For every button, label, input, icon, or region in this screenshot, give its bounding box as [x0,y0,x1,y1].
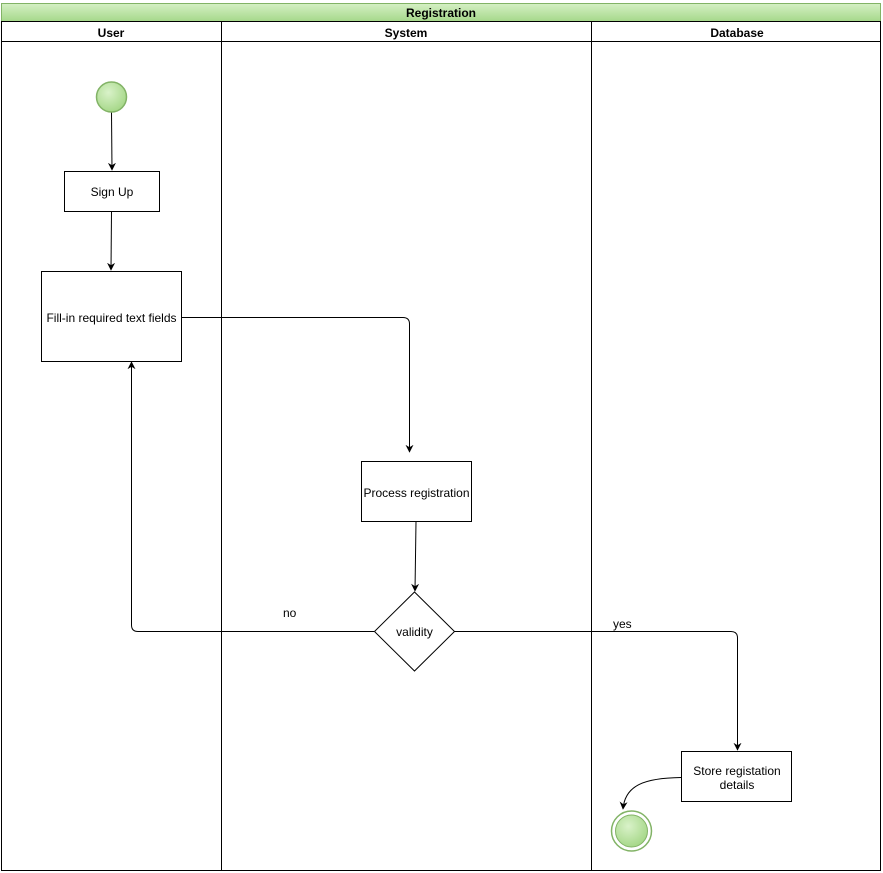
pool-title: Registration [406,6,476,20]
lane-label-system: System [385,26,428,40]
edge-validity-yes[interactable] [454,631,742,751]
process-registration-label: Process registration [363,486,469,500]
edge-store-to-end[interactable] [619,777,682,810]
edge-validity-no[interactable] [127,361,375,632]
sign-up-node[interactable]: Sign Up [64,171,160,212]
store-details-label-line1: Store registation [693,764,780,778]
edge-label-no: no [283,606,297,620]
fill-in-label: Fill-in required text fields [46,311,176,325]
edge-label-yes: yes [613,617,632,631]
lane-database[interactable]: Database [591,21,881,871]
edge-start-to-signup[interactable] [107,111,116,171]
store-details-node[interactable]: Store registation details [681,751,792,802]
process-registration-node[interactable]: Process registration [361,461,472,522]
edge-process-to-validity[interactable] [411,521,420,592]
lane-label-user: User [98,26,125,40]
edge-signup-to-fillin[interactable] [107,211,116,271]
swimlane-pool: Registration [1,3,881,871]
start-node[interactable] [95,81,128,113]
validity-decision[interactable]: validity [373,591,456,672]
end-node[interactable] [610,810,653,852]
fill-in-node[interactable]: Fill-in required text fields [41,271,182,362]
store-details-label-line2: details [720,778,755,792]
validity-label: validity [396,625,433,639]
sign-up-label: Sign Up [91,185,134,199]
lane-label-database: Database [710,26,764,40]
edge-fillin-to-process[interactable] [181,317,414,453]
